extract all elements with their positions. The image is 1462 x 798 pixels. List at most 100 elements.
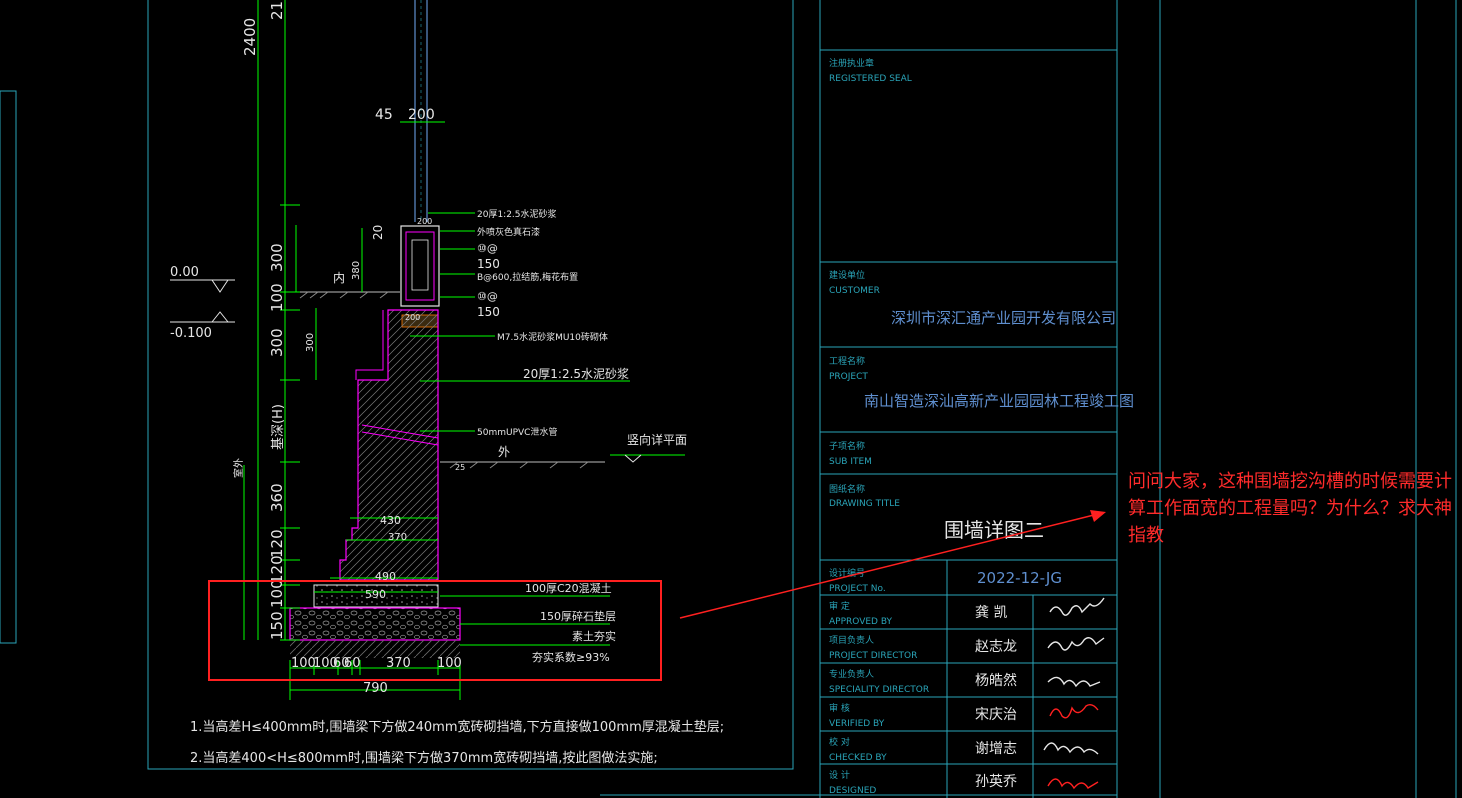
row-label-en-4: VERIFIED BY (829, 719, 885, 729)
signature-speciality-director (1047, 676, 1101, 688)
dim-bottom-370: 370 (386, 656, 411, 671)
note-2: 2.当高差400<H≤800mm时,围墙梁下方做370mm宽砖砌挡墙,按此图做法… (190, 750, 658, 766)
dim-120-b: 120 (268, 555, 286, 584)
drawing-title-value: 围墙详图二 (944, 518, 1044, 542)
callout-gravel: 150厚碎石垫层 (540, 609, 616, 623)
dim-200-wall: 200 (417, 217, 432, 226)
sub-item-label-cn: 子项名称 (829, 440, 865, 452)
level-minus-0-100: -0.100 (170, 326, 212, 341)
callout-soil: 素土夯实 (572, 629, 616, 643)
dim-300-a: 300 (268, 243, 286, 272)
level-0-00: 0.00 (170, 265, 199, 280)
title-block-grid (820, 49, 1117, 798)
row-name-4: 宋庆治 (975, 707, 1017, 723)
red-annotation (208, 510, 1106, 681)
drawing-title-label-cn: 图纸名称 (829, 483, 865, 495)
wall-section (289, 0, 605, 658)
callout-paint: 外喷灰色真石漆 (477, 226, 540, 238)
project-value: 南山智造深汕高新产业园园林工程竣工图 (864, 392, 1134, 410)
callout-compaction: 夯实系数≥93% (532, 650, 610, 664)
dim-25: 25 (455, 463, 465, 472)
dim-bottom-60-a: 60 (333, 656, 350, 671)
dim-20: 20 (371, 225, 385, 240)
dim-200-beam: 200 (405, 313, 420, 322)
row-label-en-2: PROJECT DIRECTOR (829, 651, 917, 661)
dim-45: 45 (375, 107, 393, 123)
dim-300-b: 300 (268, 328, 286, 357)
row-label-cn-3: 专业负责人 (829, 668, 874, 680)
row-label-en-6: DESIGNED (829, 786, 876, 796)
row-label-cn-5: 校 对 (829, 736, 850, 748)
dimension-texts: 2400 210 300 100 300 基深(H) 360 120 120 1… (170, 0, 510, 696)
project-number: 2022-12-JG (977, 569, 1062, 587)
dim-total-790: 790 (363, 681, 388, 696)
row-label-cn-6: 设 计 (829, 769, 850, 781)
row-label-cn-1: 审 定 (829, 600, 850, 612)
callout-drain-pipe: 50mmUPVC泄水管 (477, 426, 557, 438)
signature-approved (1049, 597, 1105, 616)
dim-bottom-100-b: 100 (313, 656, 338, 671)
callout-rebar-1: ⑩@ (477, 242, 498, 255)
row-label-en-1: APPROVED BY (829, 617, 893, 627)
dim-590: 590 (365, 588, 386, 601)
row-name-3: 杨皓然 (975, 672, 1017, 689)
note-1: 1.当高差H≤400mm时,围墙梁下方做240mm宽砖砌挡墙,下方直接做100m… (190, 719, 724, 735)
callout-rebar-2: ⑩@ (477, 290, 498, 303)
sub-item-label-en: SUB ITEM (829, 457, 872, 467)
dim-base-depth: 基深(H) (271, 404, 286, 450)
callout-rebar-2-spacing: 150 (477, 305, 500, 319)
signature-designed (1047, 778, 1099, 790)
project-label-en: PROJECT (829, 372, 868, 382)
question-annotation: 问问大家，这种围墙挖沟槽的时候需要计算工作面宽的工程量吗？为什么？求大神指教 (1128, 471, 1452, 546)
dim-430: 430 (380, 514, 401, 527)
dim-380: 380 (351, 261, 362, 280)
level-markers (170, 279, 642, 463)
callout-concrete: 100厚C20混凝土 (525, 581, 612, 595)
row-label-en-5: CHECKED BY (829, 753, 887, 763)
dim-200-top: 200 (408, 107, 435, 123)
callout-masonry: M7.5水泥砂浆MU10砖砌体 (497, 331, 608, 343)
title-block: 注册执业章 REGISTERED SEAL 建设单位 CUSTOMER 深圳市深… (829, 57, 1134, 796)
customer-value: 深圳市深汇通产业园开发有限公司 (891, 309, 1116, 327)
dim-2400: 2400 (241, 18, 259, 56)
outer-side-label: 外 (498, 445, 510, 459)
callout-vertical-ref: 竖向详平面 (627, 432, 687, 447)
row-name-2: 赵志龙 (975, 639, 1017, 655)
dim-100-a: 100 (268, 283, 286, 312)
inner-side-label: 内 (333, 271, 345, 285)
signature-verified (1049, 703, 1099, 719)
dim-300-inner: 300 (305, 333, 316, 352)
dim-490: 490 (375, 570, 396, 583)
signature-checked (1043, 742, 1099, 755)
dimension-lines (243, 0, 685, 700)
signature-project-director (1047, 637, 1105, 651)
row-label-cn-0: 设计编号 (829, 567, 865, 579)
dim-370-inner: 370 (388, 532, 407, 543)
callout-tie-bar: B@600,拉结筋,梅花布置 (477, 271, 578, 283)
row-label-cn-2: 项目负责人 (829, 634, 874, 646)
highlight-box (208, 580, 662, 681)
ground-label: 室外 (232, 458, 245, 478)
callout-mortar-top: 20厚1:2.5水泥砂浆 (477, 208, 557, 220)
dim-120-a: 120 (268, 529, 286, 558)
row-name-1: 龚 凯 (975, 605, 1007, 621)
row-name-6: 孙英乔 (975, 773, 1017, 790)
row-name-5: 谢增志 (975, 741, 1017, 757)
dim-100-b: 100 (268, 579, 286, 608)
arrow-head (1090, 510, 1106, 522)
seal-label-cn: 注册执业章 (829, 57, 874, 69)
dim-360: 360 (268, 483, 286, 512)
project-label-cn: 工程名称 (829, 355, 865, 367)
row-label-cn-4: 审 核 (829, 702, 850, 714)
signatures (1043, 597, 1105, 790)
dim-150: 150 (268, 611, 286, 640)
general-notes: 1.当高差H≤400mm时,围墙梁下方做240mm宽砖砌挡墙,下方直接做100m… (190, 719, 724, 766)
dim-bottom-100-c: 100 (437, 656, 462, 671)
drawing-title-label-en: DRAWING TITLE (829, 499, 900, 509)
customer-label-en: CUSTOMER (829, 286, 880, 296)
dim-210: 210 (268, 0, 286, 20)
callout-rebar-1-spacing: 150 (477, 257, 500, 271)
annotation-arrow (679, 513, 1099, 619)
